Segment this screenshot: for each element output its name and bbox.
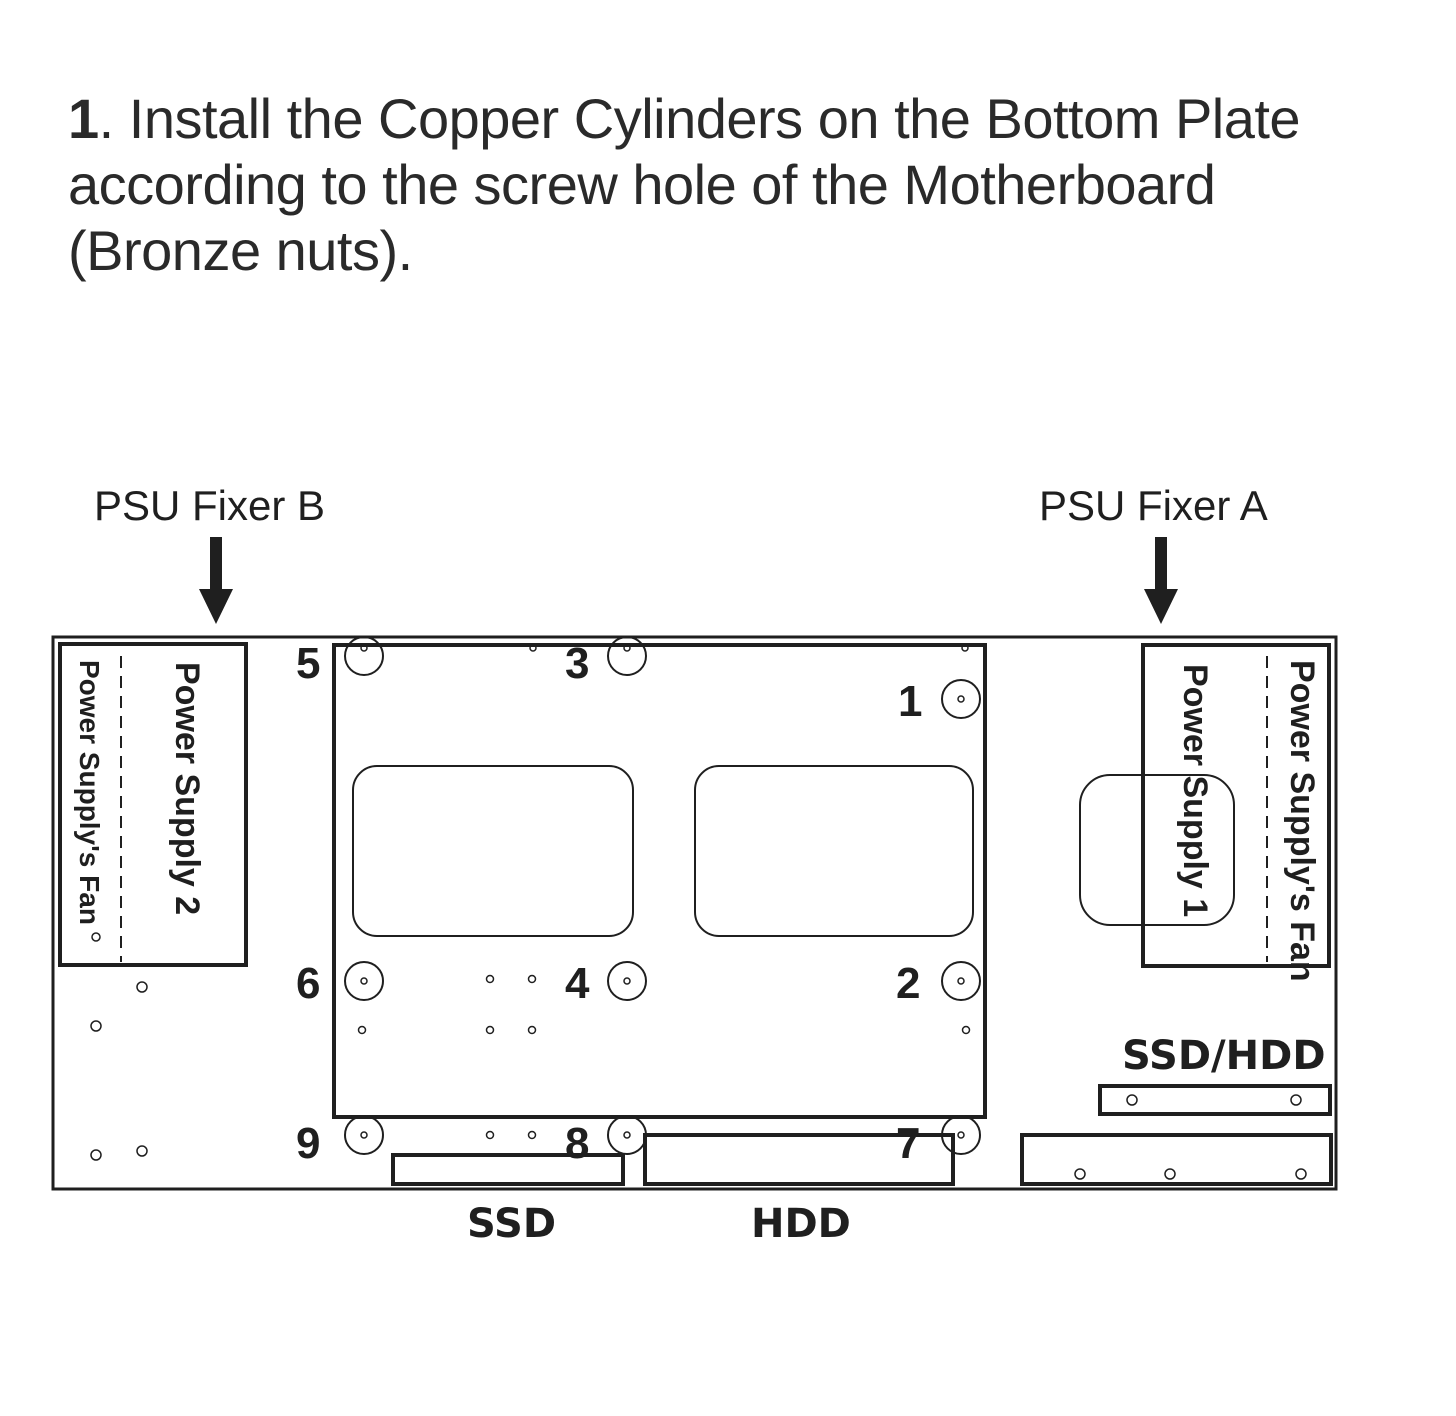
psu-fixer-a-label: PSU Fixer A [1039,482,1268,529]
screw-hole [91,932,101,942]
step-number: 1 [68,87,99,150]
small-holes [90,644,1307,1180]
bay-bottom-right [1020,1133,1333,1186]
power-supply-fan-left-label: Power Supply's Fan [74,660,105,925]
screw-number-2: 2 [896,959,920,1008]
screw-number-1: 1 [898,677,922,726]
ssd-bay [391,1153,625,1186]
arrow-psu-fixer-b [199,537,233,624]
power-supply-2-box [58,642,248,967]
screw-position-7 [941,1115,981,1155]
screw-number-7: 7 [896,1119,920,1168]
power-supply-1-label: Power Supply 1 [1176,664,1214,917]
screw-position-8 [607,1115,647,1155]
instruction-text: 1. Install the Copper Cylinders on the B… [68,86,1398,284]
screw-position-1 [941,679,981,719]
cutout-left [352,765,634,937]
hdd-label: HDD [751,1201,851,1247]
screw-number-6: 6 [296,959,320,1008]
screw-position-6 [344,961,384,1001]
ssd-label: SSD [467,1201,556,1247]
bottom-plate [51,635,1338,1191]
screw-number-5: 5 [296,639,320,688]
screw-position-9 [344,1115,384,1155]
ssd-hdd-bay [1098,1084,1332,1116]
screw-position-2 [941,961,981,1001]
cutout-psu [1079,774,1235,926]
cutout-right [694,765,974,937]
screw-number-9: 9 [296,1119,320,1168]
screw-position-3 [607,636,647,676]
screw-position-4 [607,961,647,1001]
hdd-bay [643,1133,955,1186]
screw-number-4: 4 [565,959,590,1008]
ssd-hdd-label: SSD/HDD [1122,1033,1326,1079]
screw-number-8: 8 [565,1119,589,1168]
power-supply-fan-right-label: Power Supply's Fan [1283,660,1321,982]
screw-number-3: 3 [565,639,589,688]
power-supply-1-box [1141,643,1331,968]
arrow-psu-fixer-a [1144,537,1178,624]
instruction-body: . Install the Copper Cylinders on the Bo… [68,87,1301,282]
screw-position-5 [344,636,384,676]
power-supply-2-label: Power Supply 2 [168,662,206,915]
motherboard-outline [332,643,987,1119]
screw-positions [344,636,981,1155]
psu-fixer-b-label: PSU Fixer B [94,482,325,529]
